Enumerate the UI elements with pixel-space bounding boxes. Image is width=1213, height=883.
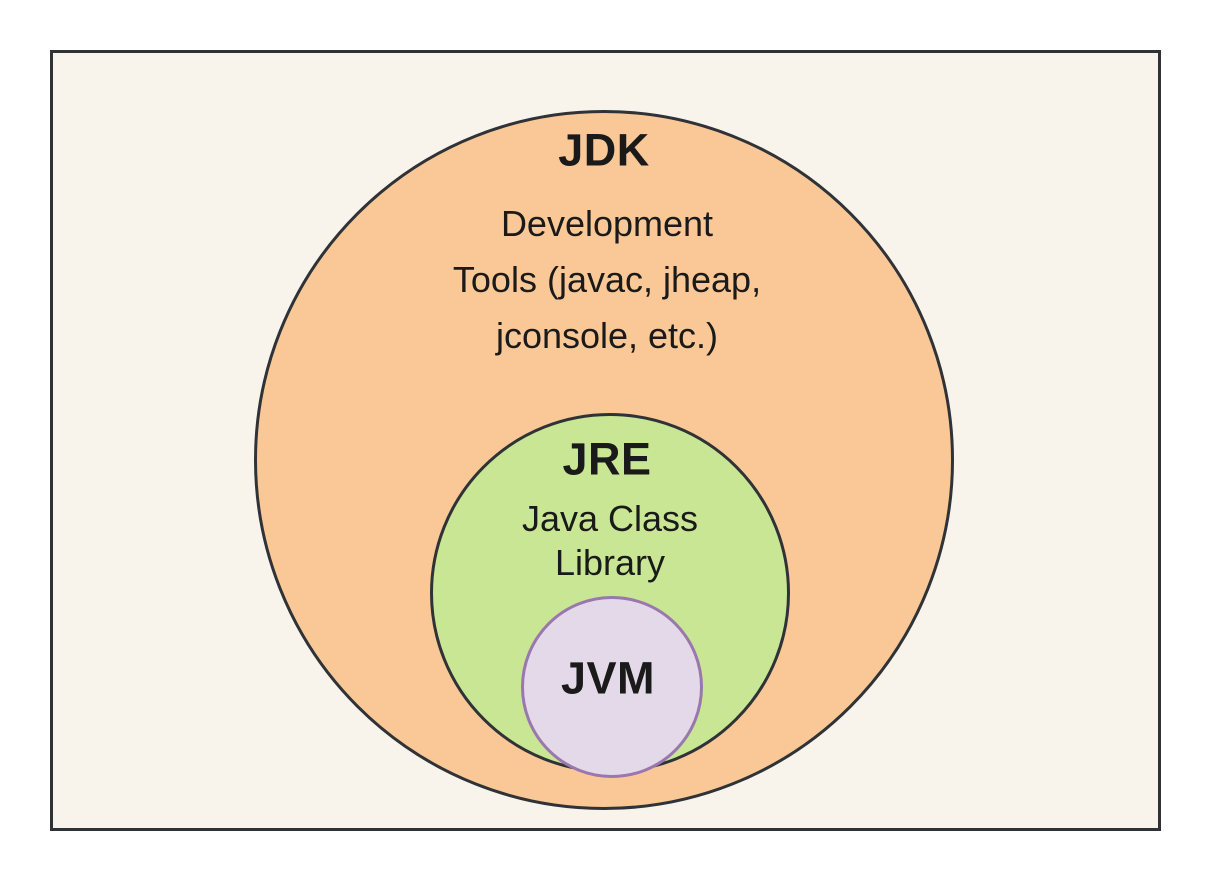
jvm-circle xyxy=(521,596,703,778)
jre-label: JRE xyxy=(562,433,652,485)
jdk-description-line-2: Tools (javac, jheap, xyxy=(452,259,762,300)
jvm-label: JVM xyxy=(560,652,656,704)
jdk-label: JDK xyxy=(558,124,650,176)
jdk-description-line-3: jconsole, etc.) xyxy=(495,315,719,356)
jre-description-line-1: Java Class xyxy=(521,498,699,539)
jdk-description-line-1: Development xyxy=(500,203,714,244)
jre-description-line-2: Library xyxy=(554,542,666,583)
